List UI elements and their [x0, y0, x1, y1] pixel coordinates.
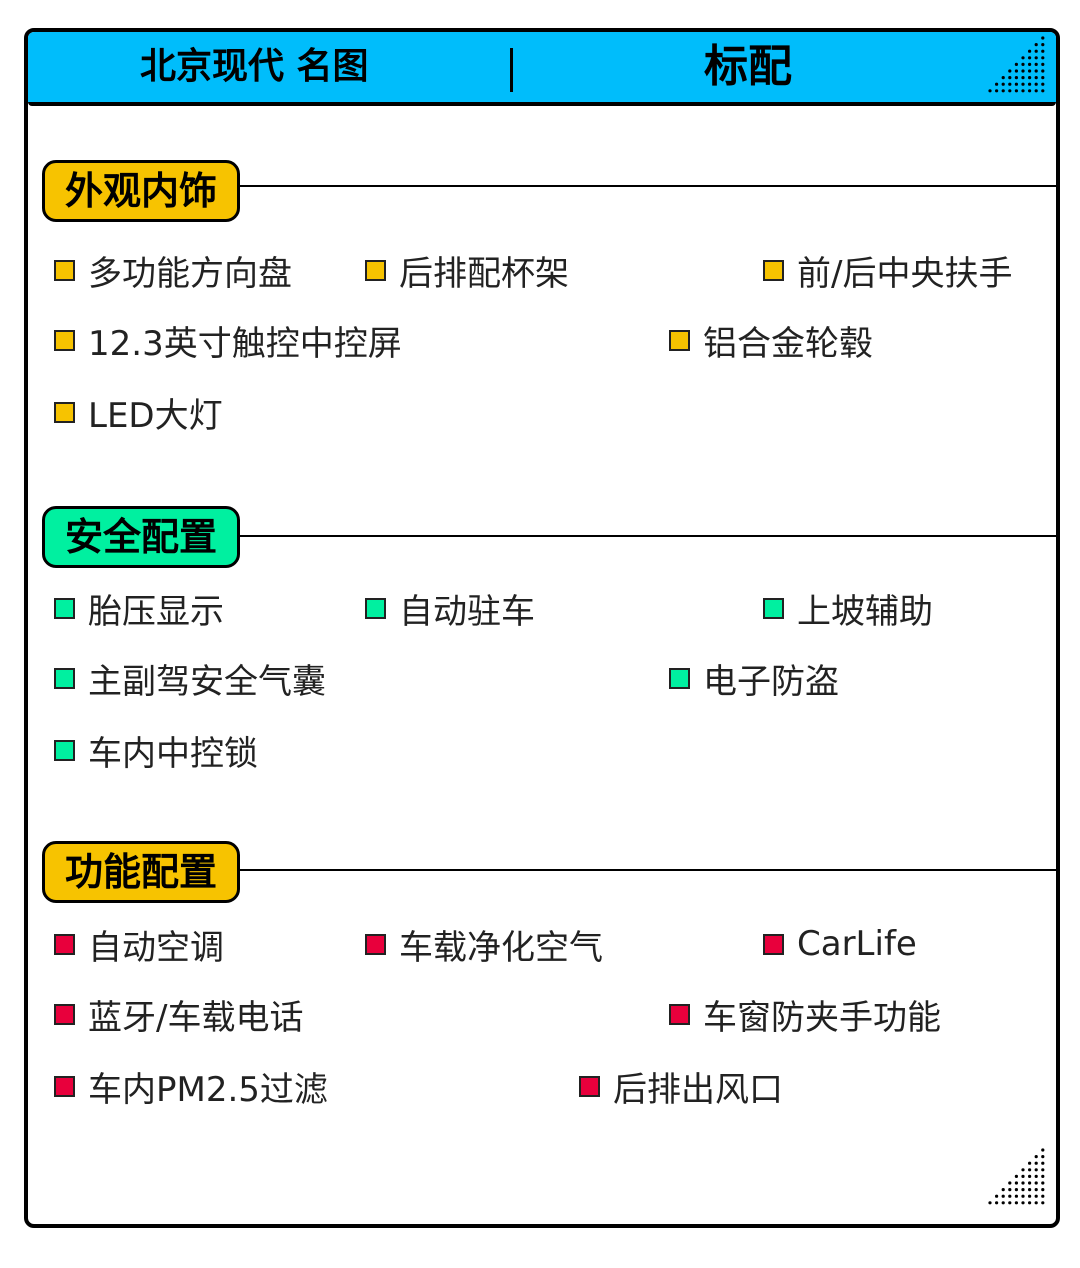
feature-item: 车载净化空气: [365, 924, 603, 968]
feature-label: 上坡辅助: [797, 591, 933, 632]
bullet-square-icon: [365, 597, 386, 619]
feature-item: 后排出风口: [579, 1066, 783, 1110]
feature-label: 胎压显示: [88, 591, 224, 632]
bullet-square-icon: [763, 259, 784, 281]
feature-label: 自动空调: [88, 927, 224, 968]
bullet-square-icon: [54, 667, 75, 689]
bullet-square-icon: [669, 329, 690, 351]
model-name: 北京现代 名图: [140, 46, 369, 87]
bullet-square-icon: [365, 259, 386, 281]
feature-label: 电子防盗: [703, 661, 839, 702]
feature-item: 12.3英寸触控中控屏: [54, 320, 402, 364]
feature-label: 铝合金轮毂: [703, 323, 873, 364]
feature-label: 自动驻车: [399, 591, 535, 632]
feature-item: 后排配杯架: [365, 250, 569, 294]
section-title-safety: 安全配置: [42, 506, 240, 568]
bullet-square-icon: [579, 1075, 600, 1097]
feature-label: 12.3英寸触控中控屏: [88, 323, 402, 364]
bullet-square-icon: [763, 933, 784, 955]
bullet-square-icon: [54, 401, 75, 423]
feature-item: 铝合金轮毂: [669, 320, 873, 364]
feature-label: 蓝牙/车载电话: [88, 997, 304, 1038]
bullet-square-icon: [54, 1003, 75, 1025]
spec-card: 北京现代 名图 标配: [24, 28, 1060, 1228]
bullet-square-icon: [54, 597, 75, 619]
section-rule: [240, 869, 1056, 871]
feature-item: 车窗防夹手功能: [669, 994, 941, 1038]
bullet-square-icon: [54, 259, 75, 281]
bullet-square-icon: [365, 933, 386, 955]
feature-item: CarLife: [763, 924, 917, 964]
feature-label: 车内PM2.5过滤: [88, 1069, 328, 1110]
feature-label: 车内中控锁: [88, 733, 258, 774]
feature-label: 车载净化空气: [399, 927, 603, 968]
feature-item: 车内PM2.5过滤: [54, 1066, 328, 1110]
bullet-square-icon: [54, 329, 75, 351]
header-divider: [510, 48, 513, 92]
feature-label: LED大灯: [88, 395, 223, 436]
feature-item: 胎压显示: [54, 588, 224, 632]
feature-item: 前/后中央扶手: [763, 250, 1012, 294]
dot-pattern-icon: [988, 36, 1045, 93]
feature-label: 前/后中央扶手: [797, 253, 1013, 294]
section-rule: [240, 185, 1056, 187]
bullet-square-icon: [763, 597, 784, 619]
trim-name: 标配: [704, 41, 792, 92]
feature-item: 上坡辅助: [763, 588, 933, 632]
feature-item: 车内中控锁: [54, 730, 258, 774]
dot-pattern-icon: [988, 1148, 1045, 1205]
feature-label: 主副驾安全气囊: [88, 661, 326, 702]
feature-item: 主副驾安全气囊: [54, 658, 326, 702]
feature-label: 多功能方向盘: [88, 253, 292, 294]
bullet-square-icon: [669, 1003, 690, 1025]
bullet-square-icon: [54, 933, 75, 955]
feature-label: 后排出风口: [613, 1069, 783, 1110]
bullet-square-icon: [54, 1075, 75, 1097]
feature-item: LED大灯: [54, 392, 223, 436]
header-bar: 北京现代 名图 标配: [28, 32, 1056, 106]
feature-label: 车窗防夹手功能: [703, 997, 941, 1038]
section-title-function: 功能配置: [42, 841, 240, 903]
bullet-square-icon: [669, 667, 690, 689]
section-title-exterior: 外观内饰: [42, 160, 240, 222]
bullet-square-icon: [54, 739, 75, 761]
feature-item: 蓝牙/车载电话: [54, 994, 303, 1038]
feature-item: 自动空调: [54, 924, 224, 968]
feature-item: 多功能方向盘: [54, 250, 292, 294]
feature-label: 后排配杯架: [399, 253, 569, 294]
feature-item: 自动驻车: [365, 588, 535, 632]
feature-item: 电子防盗: [669, 658, 839, 702]
feature-label: CarLife: [797, 924, 917, 964]
section-rule: [240, 535, 1056, 537]
